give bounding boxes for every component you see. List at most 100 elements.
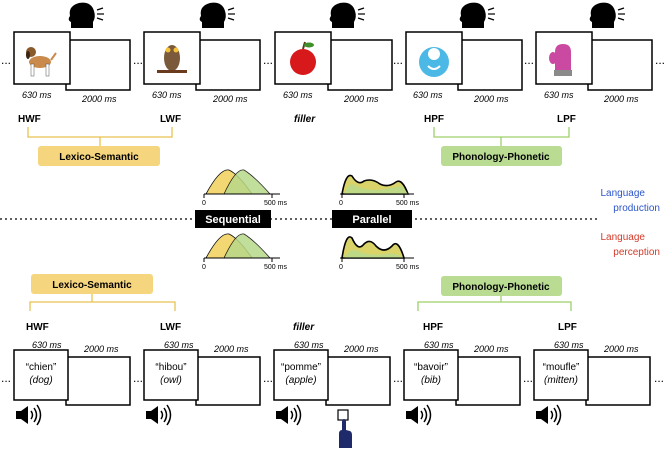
axis-zero: 0: [339, 200, 343, 207]
lexico-semantic-tag: [38, 146, 160, 166]
ellipsis-left: ...: [1, 53, 11, 67]
language-perception-label-line1: Language: [601, 232, 646, 243]
production-trial-4: ... 630 ms 2000 ms: [393, 2, 523, 104]
perception-trial-3: ... 630 ms 2000 ms “pomme” (apple): [263, 340, 391, 448]
owl-picture: [157, 45, 187, 73]
phonology-phonetic-tag: [441, 276, 562, 296]
sound-waves-icon: [227, 7, 235, 21]
lexico-semantic-label: Lexico-Semantic: [52, 280, 132, 291]
axis-zero: 0: [202, 200, 206, 207]
long-duration-label: 2000 ms: [213, 344, 249, 354]
word-translation: (mitten): [544, 375, 578, 386]
speaker-icon: [275, 404, 302, 426]
short-duration-label: 630 ms: [554, 340, 584, 350]
word-translation: (owl): [160, 375, 182, 386]
ellipsis: ...: [524, 53, 534, 67]
sound-waves-icon: [357, 7, 365, 21]
parallel-label: Parallel: [352, 214, 391, 226]
short-duration-label: 630 ms: [22, 90, 52, 100]
speaker-icon: [15, 404, 42, 426]
blank-screen: [325, 356, 391, 406]
condition-hwf: HWF: [18, 114, 41, 125]
sound-waves-icon: [96, 7, 104, 21]
production-trial-3: ... 630 ms 2000 ms: [263, 2, 393, 104]
phonology-phonetic-tag: [441, 146, 562, 166]
spoken-word: “hibou”: [155, 362, 186, 373]
axis-end: 500 ms: [264, 264, 287, 271]
axis-end: 500 ms: [396, 264, 419, 271]
sequential-production-curves: 0 500 ms: [202, 169, 287, 207]
long-duration-label: 2000 ms: [343, 94, 379, 104]
lexico-semantic-label: Lexico-Semantic: [59, 152, 139, 163]
production-trial-2: ... 630 ms 2000 ms: [133, 2, 261, 104]
ellipsis: ...: [523, 371, 533, 385]
speaking-head-icon: [329, 2, 356, 29]
sequential-label: Sequential: [205, 214, 261, 226]
language-production-label-line1: Language: [601, 188, 646, 199]
word-frame: [143, 349, 199, 401]
blank-screen: [65, 39, 131, 91]
perception-trial-2: ... 630 ms 2000 ms “hibou” (owl): [133, 340, 261, 426]
perception-trial-4: ... 630 ms 2000 ms “bavoir” (bib): [393, 340, 521, 426]
long-duration-label: 2000 ms: [473, 344, 509, 354]
language-production-label-line2: production: [613, 203, 660, 214]
lexico-bracket: [29, 301, 176, 311]
long-duration-label: 2000 ms: [473, 94, 509, 104]
blank-screen: [455, 356, 521, 406]
short-duration-label: 630 ms: [32, 340, 62, 350]
long-duration-label: 2000 ms: [603, 94, 639, 104]
ellipsis: ...: [263, 371, 273, 385]
ellipsis-right: ...: [655, 53, 665, 67]
spoken-word: “pomme”: [281, 362, 321, 373]
ellipsis: ...: [133, 53, 143, 67]
word-frame: [403, 349, 459, 401]
ellipsis: ...: [393, 53, 403, 67]
production-trial-1: ... 630 ms 2000 ms: [1, 2, 131, 104]
speaking-head-icon: [459, 2, 486, 29]
picture-frame: [274, 31, 332, 85]
short-duration-label: 630 ms: [294, 340, 324, 350]
axis-end: 500 ms: [396, 200, 419, 207]
speaker-icon: [405, 404, 432, 426]
word-translation: (apple): [285, 375, 316, 386]
short-duration-label: 630 ms: [544, 90, 574, 100]
short-duration-label: 630 ms: [164, 340, 194, 350]
parallel-perception-curves: 0 500 ms: [339, 236, 419, 271]
spoken-word: “bavoir”: [414, 362, 448, 373]
long-duration-label: 2000 ms: [81, 94, 117, 104]
bib-picture: [419, 47, 449, 77]
speaker-icon: [535, 404, 562, 426]
condition-lwf: LWF: [160, 114, 181, 125]
dog-picture: [26, 47, 57, 77]
speaker-icon: [145, 404, 172, 426]
sequential-bar: [195, 210, 271, 228]
long-duration-label: 2000 ms: [212, 94, 248, 104]
condition-lpf: LPF: [558, 322, 577, 333]
sound-waves-icon: [617, 7, 625, 21]
blank-screen: [195, 356, 261, 406]
short-duration-label: 630 ms: [283, 90, 313, 100]
mitten-picture: [549, 44, 572, 76]
apple-picture: [290, 41, 316, 75]
spoken-word: “moufle”: [543, 362, 580, 373]
lexico-semantic-tag: [31, 274, 153, 294]
phono-bracket: [417, 301, 572, 311]
ellipsis-left: ...: [1, 371, 11, 385]
condition-filler: filler: [294, 114, 316, 125]
parallel-bar: [332, 210, 412, 228]
speaking-head-icon: [199, 2, 226, 29]
word-translation: (bib): [421, 375, 441, 386]
parallel-production-curves: 0 500 ms: [339, 174, 419, 207]
ellipsis: ...: [133, 371, 143, 385]
ellipsis: ...: [263, 53, 273, 67]
button-press-icon: [337, 409, 352, 448]
speaking-head-icon: [589, 2, 616, 29]
long-duration-label: 2000 ms: [603, 344, 639, 354]
axis-zero: 0: [202, 264, 206, 271]
perception-trial-5: ... 630 ms 2000 ms “moufle” (mitten) ...: [523, 340, 664, 426]
blank-screen: [65, 356, 131, 406]
short-duration-label: 630 ms: [152, 90, 182, 100]
phonology-phonetic-label: Phonology-Phonetic: [452, 152, 550, 163]
spoken-word: “chien”: [26, 362, 57, 373]
